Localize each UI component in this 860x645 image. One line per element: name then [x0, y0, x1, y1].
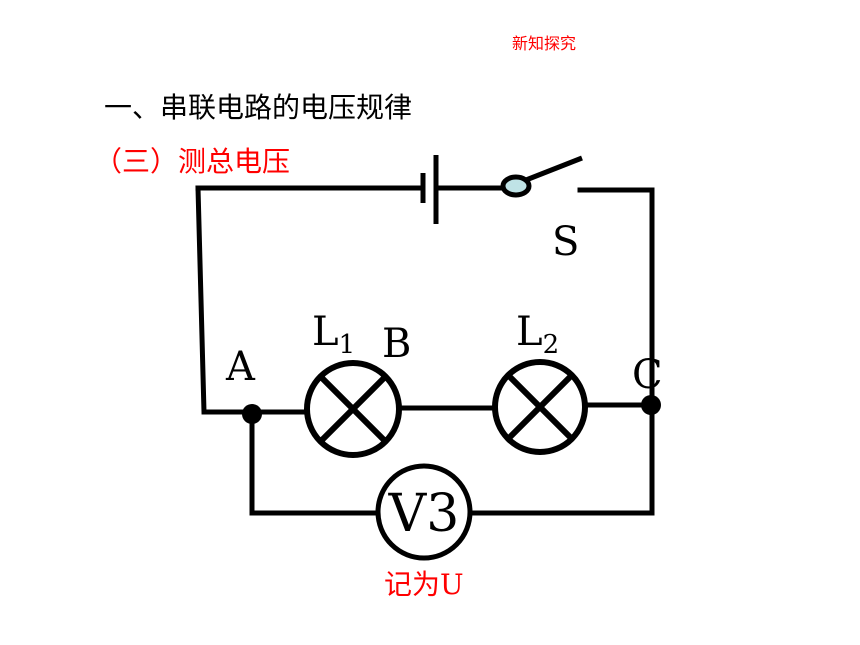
switch — [500, 155, 583, 198]
lamp-2-sub: 2 — [543, 330, 560, 360]
lamp-2 — [492, 359, 588, 455]
voltmeter-label: V3 — [388, 484, 460, 544]
switch-label: S — [552, 219, 579, 265]
section-title: 一、串联电路的电压规律 — [104, 91, 413, 124]
lamp-2-letter: L — [516, 309, 543, 355]
junction-a — [242, 404, 262, 424]
lamp-1-letter: L — [312, 309, 339, 355]
caption-text: 记为 — [384, 568, 441, 601]
header-label: 新知探究 — [512, 34, 577, 53]
voltage-caption: 记为U — [384, 563, 464, 603]
voltmeter: V3 — [375, 463, 473, 561]
battery — [420, 155, 439, 224]
lamp-1-sub: 1 — [339, 330, 356, 360]
caption-variable: U — [440, 568, 464, 601]
wire-a-voltmeter — [249, 411, 379, 516]
subsection-title: （三）测总电压 — [94, 145, 291, 178]
wire-right-side — [467, 187, 655, 516]
lamp-2-label: L2 — [516, 309, 559, 360]
node-a-label: A — [225, 344, 256, 390]
node-c-label: C — [632, 352, 663, 398]
lamp-1 — [304, 360, 402, 458]
junction-c — [641, 395, 661, 415]
node-b-label: B — [382, 321, 411, 367]
lamp-1-label: L1 — [312, 309, 355, 360]
